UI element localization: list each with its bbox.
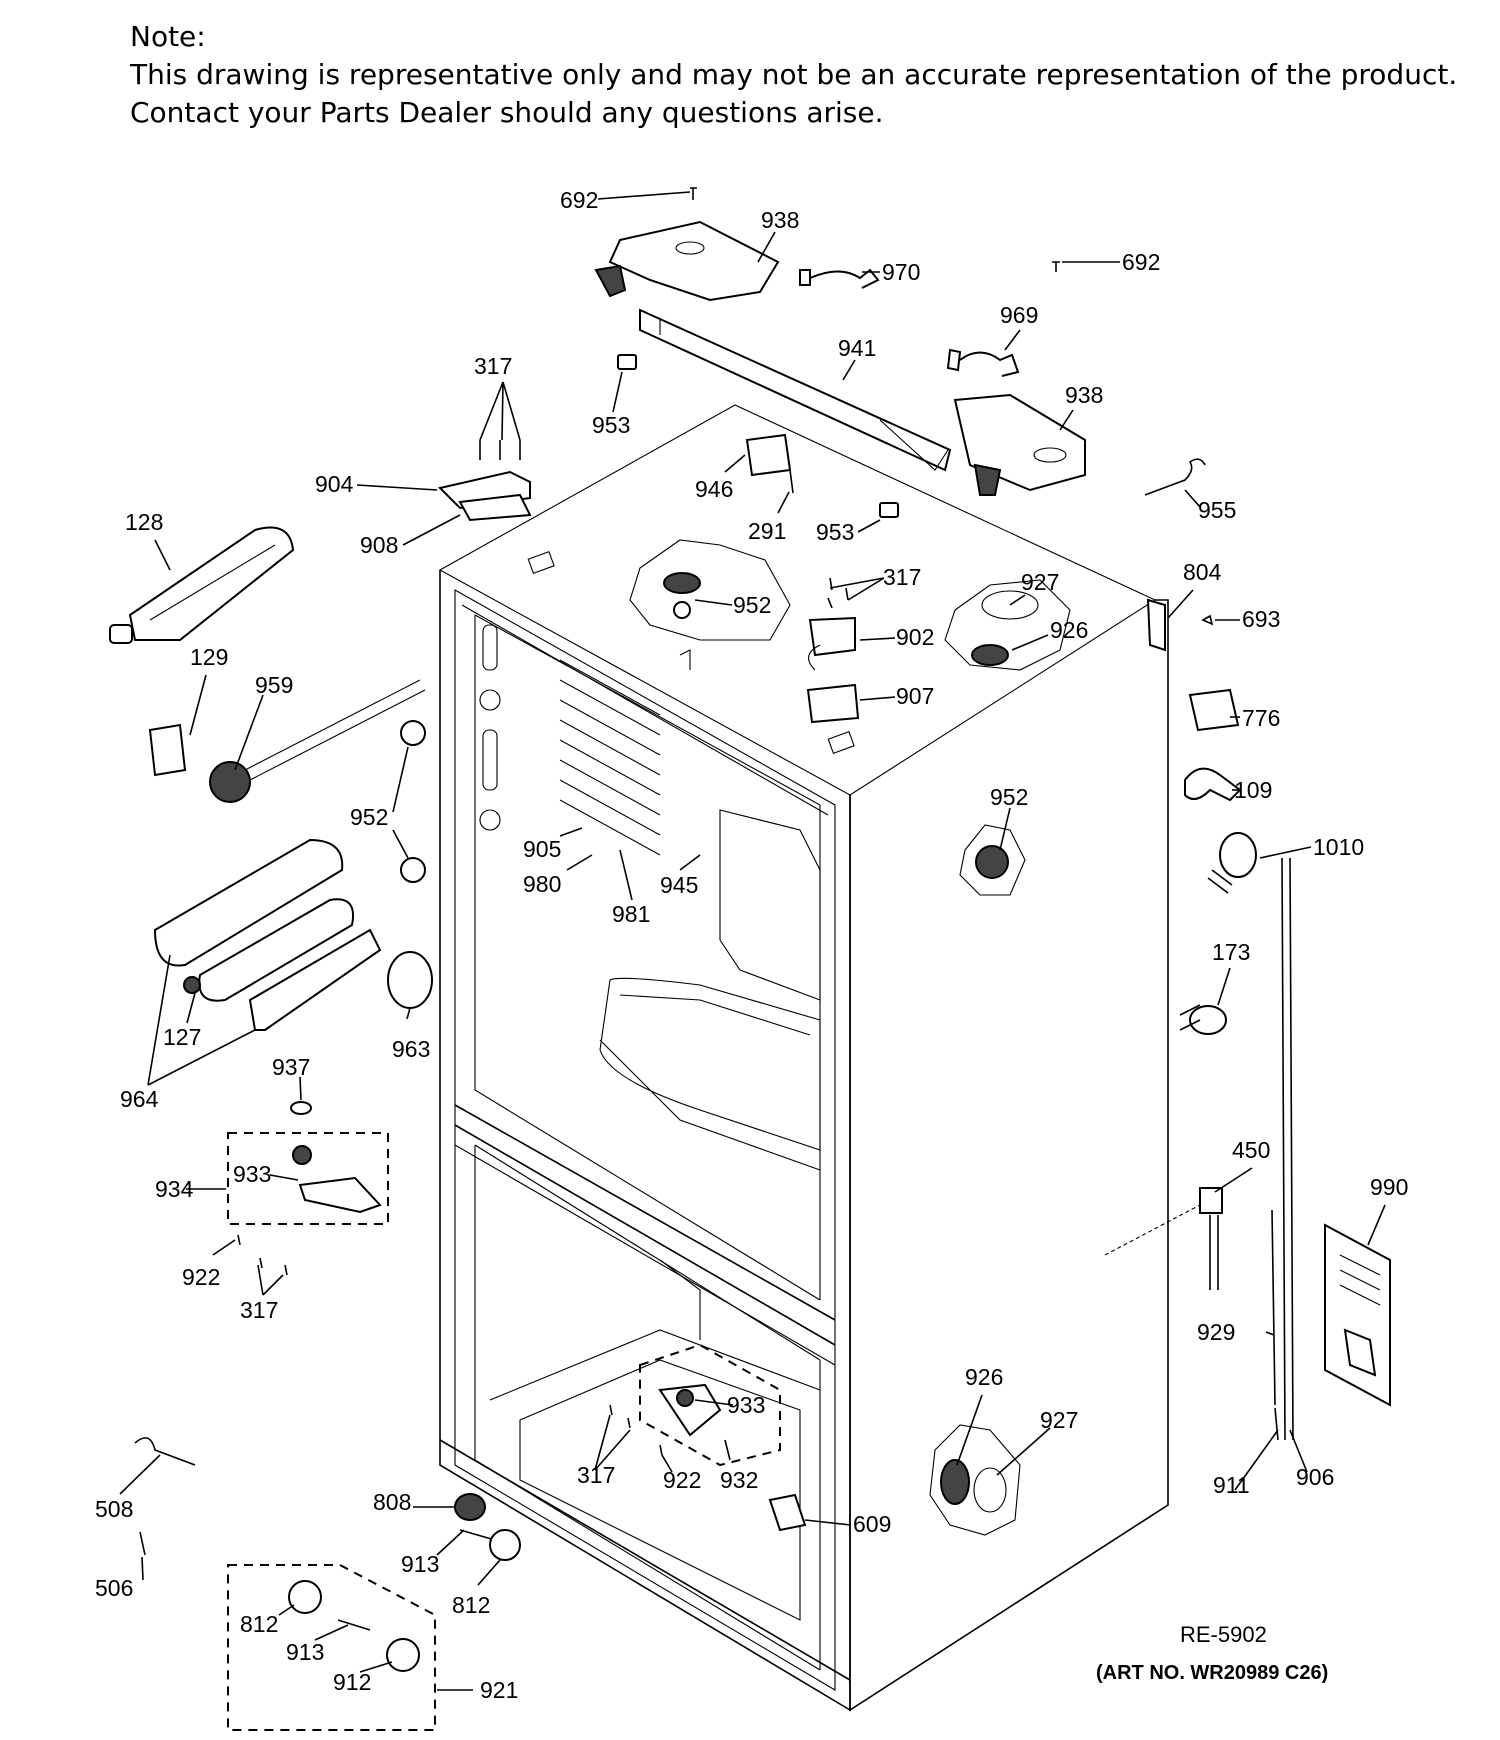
note-line-1: This drawing is representative only and …	[130, 58, 1458, 91]
callout-776: 776	[1242, 705, 1280, 731]
left-components	[109, 526, 433, 1276]
callout-912: 912	[333, 1669, 371, 1695]
callout-927: 927	[1040, 1407, 1078, 1433]
callout-812: 812	[452, 1592, 490, 1618]
drawing-note: Note: This drawing is representative onl…	[130, 18, 1470, 132]
callout-450: 450	[1232, 1137, 1270, 1163]
callout-941: 941	[838, 335, 876, 361]
reference-code: RE-5902	[1180, 1622, 1267, 1647]
callout-506: 506	[95, 1575, 133, 1601]
callout-904: 904	[315, 471, 354, 497]
note-line-2: Contact your Parts Dealer should any que…	[130, 96, 884, 129]
art-number: (ART NO. WR20989 C26)	[1096, 1662, 1329, 1684]
callout-911: 911	[1213, 1472, 1250, 1498]
callout-953: 953	[816, 519, 854, 545]
callout-927: 927	[1021, 569, 1059, 595]
callout-913: 913	[401, 1551, 439, 1577]
part-941-rail	[639, 308, 952, 472]
callout-980: 980	[523, 871, 561, 897]
right-components	[929, 688, 1391, 1536]
callout-908: 908	[360, 532, 398, 558]
part-128-filter-housing	[128, 526, 295, 641]
callout-933: 933	[727, 1392, 765, 1418]
refrigerator-cabinet	[438, 404, 1169, 1712]
callout-955: 955	[1198, 497, 1236, 523]
callout-952: 952	[733, 592, 771, 618]
callout-913: 913	[286, 1639, 324, 1665]
callout-929: 929	[1197, 1319, 1235, 1345]
callout-808: 808	[373, 1489, 411, 1515]
callout-938: 938	[1065, 382, 1103, 408]
callout-317: 317	[577, 1462, 615, 1488]
callout-109: 109	[1234, 777, 1272, 803]
part-964-filter-cover	[153, 838, 344, 967]
callout-990: 990	[1370, 1174, 1408, 1200]
callout-127: 127	[163, 1024, 201, 1050]
callout-291: 291	[748, 518, 786, 544]
callout-906: 906	[1296, 1464, 1334, 1490]
callout-922: 922	[663, 1467, 701, 1493]
callout-969: 969	[1000, 302, 1038, 328]
callout-963: 963	[392, 1036, 430, 1062]
callout-937: 937	[272, 1054, 310, 1080]
leader-lines	[119, 191, 1386, 1691]
part-938-cover-right	[953, 393, 1086, 492]
callout-934: 934	[155, 1176, 194, 1202]
callout-128: 128	[125, 509, 163, 535]
callout-926: 926	[965, 1364, 1003, 1390]
callout-932: 932	[720, 1467, 758, 1493]
callout-317: 317	[883, 564, 921, 590]
callout-317: 317	[240, 1297, 278, 1323]
callout-938: 938	[761, 207, 799, 233]
note-heading: Note:	[130, 20, 206, 53]
callout-609: 609	[853, 1511, 891, 1537]
callout-952: 952	[350, 804, 388, 830]
callout-693: 693	[1242, 606, 1280, 632]
callout-953: 953	[592, 412, 630, 438]
bottom-components	[134, 1343, 807, 1731]
part-990-label	[1324, 1223, 1391, 1407]
callout-812: 812	[240, 1611, 278, 1637]
callout-907: 907	[896, 683, 934, 709]
callout-964: 964	[120, 1086, 159, 1112]
callout-905: 905	[523, 836, 561, 862]
callout-129: 129	[190, 644, 228, 670]
callout-804: 804	[1183, 559, 1222, 585]
evaporator-coils	[559, 659, 661, 856]
callout-1010: 1010	[1313, 834, 1364, 860]
callout-692: 692	[560, 187, 598, 213]
callout-970: 970	[882, 259, 920, 285]
callout-902: 902	[896, 624, 934, 650]
part-938-cover-left	[608, 220, 780, 302]
callout-317: 317	[474, 353, 512, 379]
callout-508: 508	[95, 1496, 133, 1522]
top-components	[438, 187, 1214, 724]
callout-946: 946	[695, 476, 733, 502]
part-127-filter-cartridge	[198, 898, 354, 1002]
callout-labels: 692 938 970 692 969 941 938 317 953 904 …	[95, 187, 1408, 1703]
callout-952: 952	[990, 784, 1028, 810]
callout-945: 945	[660, 872, 698, 898]
callout-959: 959	[255, 672, 293, 698]
callout-692: 692	[1122, 249, 1160, 275]
callout-926: 926	[1050, 617, 1088, 643]
callout-173: 173	[1212, 939, 1250, 965]
callout-922: 922	[182, 1264, 220, 1290]
callout-921: 921	[480, 1677, 518, 1703]
callout-981: 981	[612, 901, 650, 927]
callout-933: 933	[233, 1161, 271, 1187]
